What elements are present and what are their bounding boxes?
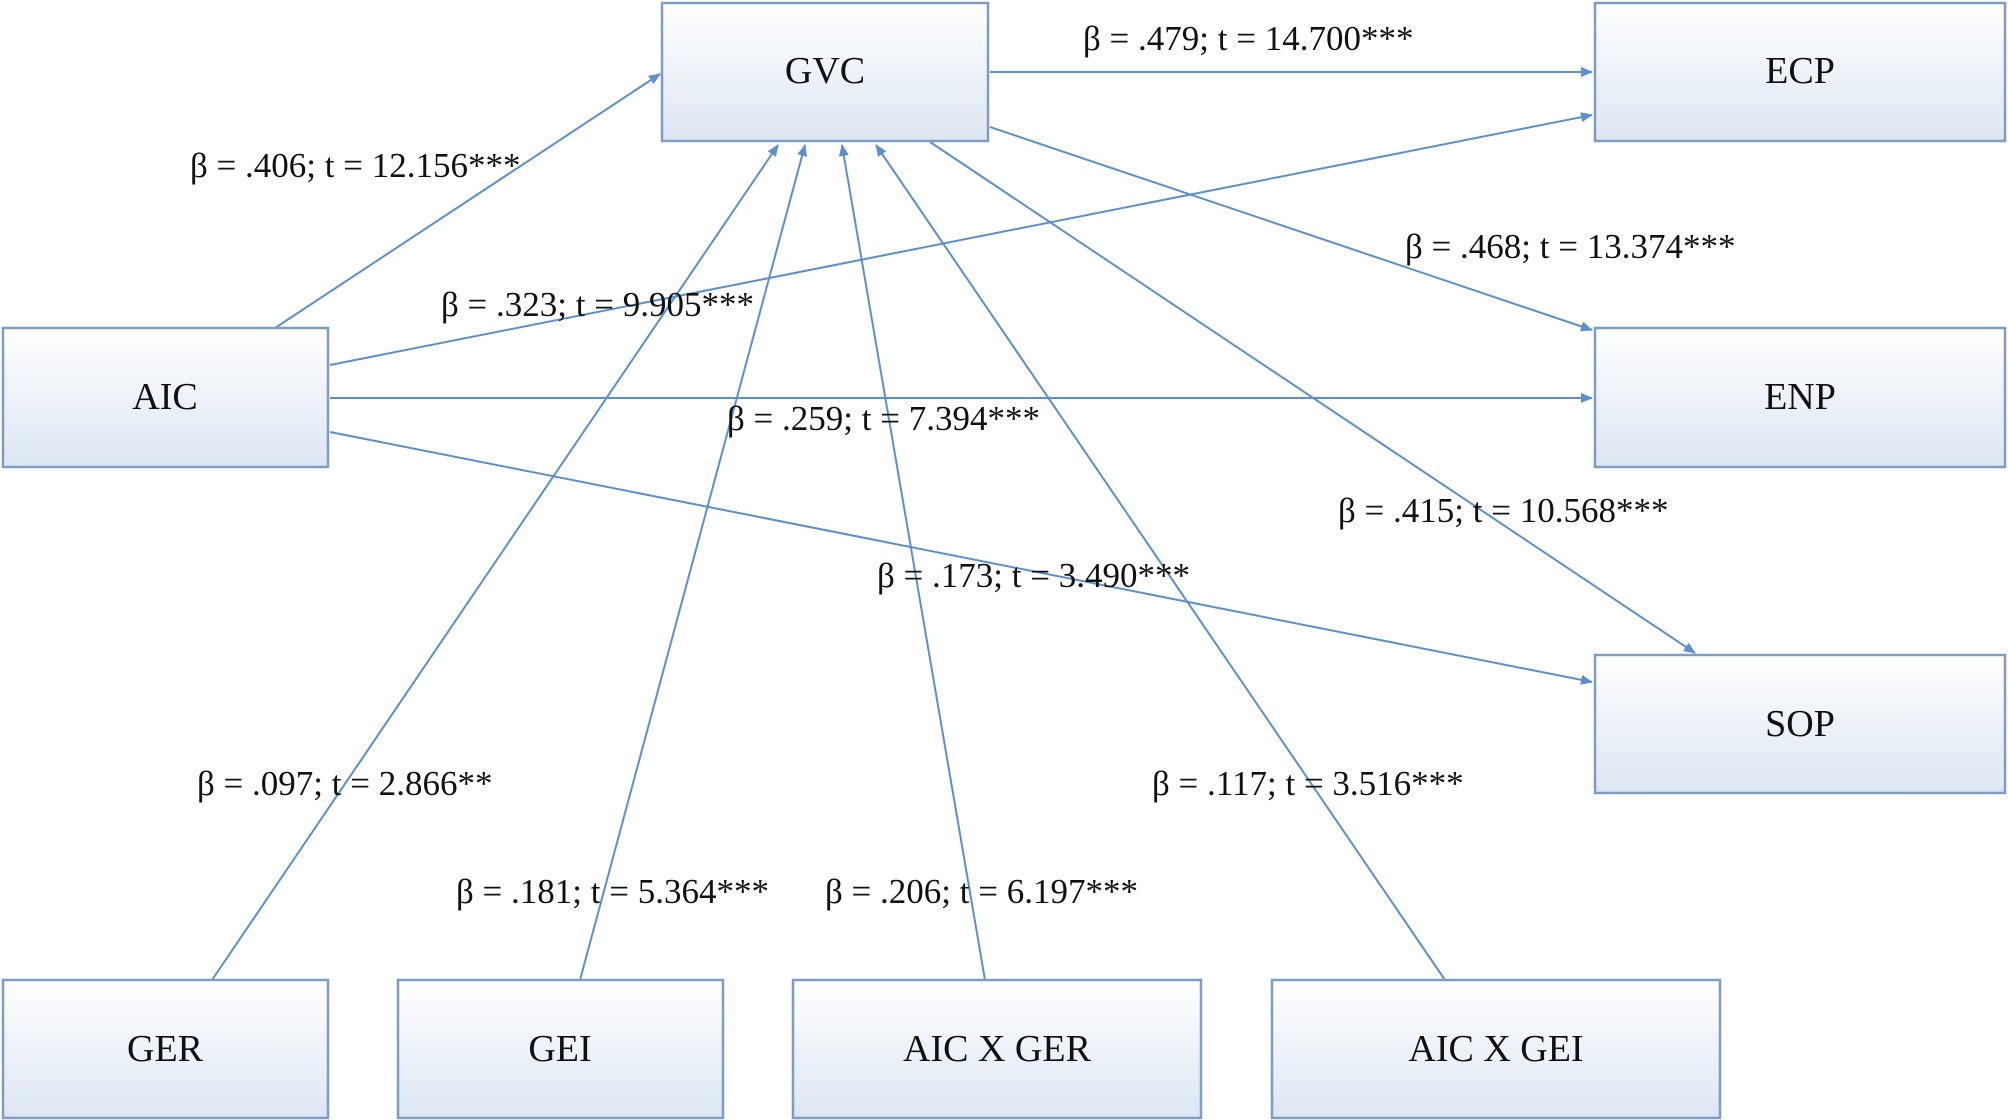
edge-aic-ecp — [329, 112, 1593, 366]
edge-gvc-sop — [929, 141, 1696, 654]
edge-gei-gvc — [579, 144, 807, 981]
node-aic-x-ger: AIC X GER — [791, 978, 1203, 1120]
edge-label-gvc-sop: β = .415; t = 10.568*** — [1338, 491, 1668, 530]
node-ger: GER — [1, 978, 330, 1120]
node-aic: AIC — [1, 326, 330, 469]
node-gvc: GVC — [660, 1, 990, 143]
node-ecp-label: ECP — [1765, 50, 1835, 92]
node-aic-x-gei: AIC X GEI — [1270, 978, 1722, 1120]
edge-label-aic-x-gei-gvc: β = .117; t = 3.516*** — [1152, 764, 1464, 803]
edge-aic-gvc — [274, 73, 661, 329]
edge-aic-x-ger-gvc — [838, 144, 986, 981]
node-sop-label: SOP — [1765, 703, 1835, 745]
node-enp-label: ENP — [1764, 376, 1836, 418]
node-gei: GEI — [396, 978, 725, 1120]
edge-label-aic-ecp: β = .323; t = 9.905*** — [441, 285, 754, 324]
node-gei-label: GEI — [528, 1028, 591, 1070]
edge-ger-gvc — [211, 144, 779, 981]
node-aic-x-ger-label: AIC X GER — [903, 1028, 1092, 1070]
edge-label-gvc-enp: β = .468; t = 13.374*** — [1405, 227, 1735, 266]
node-enp: ENP — [1593, 326, 2007, 469]
edge-aic-x-gei-gvc — [875, 144, 1446, 981]
node-aic-x-gei-label: AIC X GEI — [1408, 1028, 1583, 1070]
edge-label-aic-x-ger-gvc: β = .206; t = 6.197*** — [825, 872, 1138, 911]
edge-label-ger-gvc: β = .097; t = 2.866** — [197, 764, 492, 803]
edge-aic-sop — [329, 431, 1593, 685]
node-gvc-label: GVC — [785, 50, 865, 92]
edge-label-aic-enp: β = .259; t = 7.394*** — [727, 399, 1040, 438]
node-aic-label: AIC — [132, 376, 197, 418]
edge-label-gei-gvc: β = .181; t = 5.364*** — [456, 872, 769, 911]
node-sop: SOP — [1593, 653, 2007, 795]
edge-label-aic-sop: β = .173; t = 3.490*** — [877, 556, 1190, 595]
node-ger-label: GER — [127, 1028, 204, 1070]
node-ecp: ECP — [1593, 1, 2007, 143]
edge-gvc-enp — [989, 126, 1593, 332]
edge-label-gvc-ecp: β = .479; t = 14.700*** — [1083, 19, 1413, 58]
edge-label-aic-gvc: β = .406; t = 12.156*** — [190, 146, 520, 185]
